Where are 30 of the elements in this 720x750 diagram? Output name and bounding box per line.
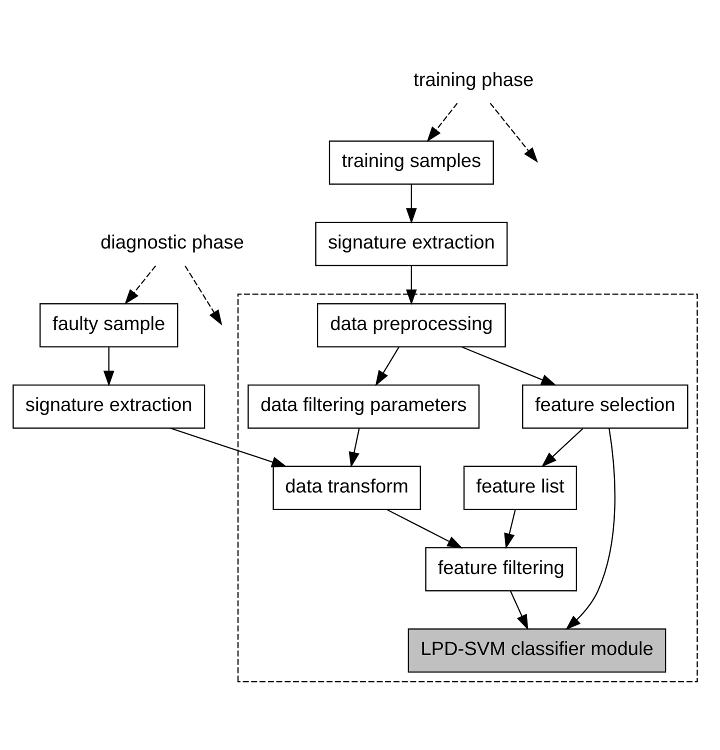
node-text: diagnostic phase bbox=[100, 232, 244, 253]
arrow bbox=[170, 427, 288, 467]
node-box: data transform bbox=[272, 465, 421, 510]
node-box: feature list bbox=[463, 465, 578, 510]
node-box: feature selection bbox=[522, 384, 688, 428]
arrow bbox=[406, 184, 417, 224]
cluster bbox=[237, 293, 698, 682]
arrow bbox=[406, 265, 417, 305]
arrow bbox=[462, 346, 557, 386]
arrow bbox=[103, 346, 114, 386]
arrow bbox=[510, 590, 528, 630]
arrow bbox=[386, 508, 463, 548]
arrow bbox=[490, 102, 538, 162]
arrow bbox=[504, 509, 516, 548]
arrow bbox=[541, 428, 584, 467]
node-box: faulty sample bbox=[40, 302, 178, 347]
arrow bbox=[124, 265, 156, 304]
node-box: signature extraction bbox=[12, 384, 206, 428]
arrow bbox=[184, 265, 222, 326]
node-box: training samples bbox=[328, 140, 494, 184]
node-box: data filtering parameters bbox=[248, 384, 480, 428]
node-box: signature extraction bbox=[315, 221, 508, 266]
arrow bbox=[348, 428, 360, 468]
arrow bbox=[426, 102, 458, 142]
node-box: data preprocessing bbox=[316, 302, 506, 347]
node-box: feature filtering bbox=[425, 546, 578, 591]
node-box: LPD-SVM classifier module bbox=[408, 628, 666, 672]
arrow bbox=[565, 428, 616, 630]
node-text: training phase bbox=[414, 69, 534, 90]
arrow bbox=[375, 346, 400, 386]
